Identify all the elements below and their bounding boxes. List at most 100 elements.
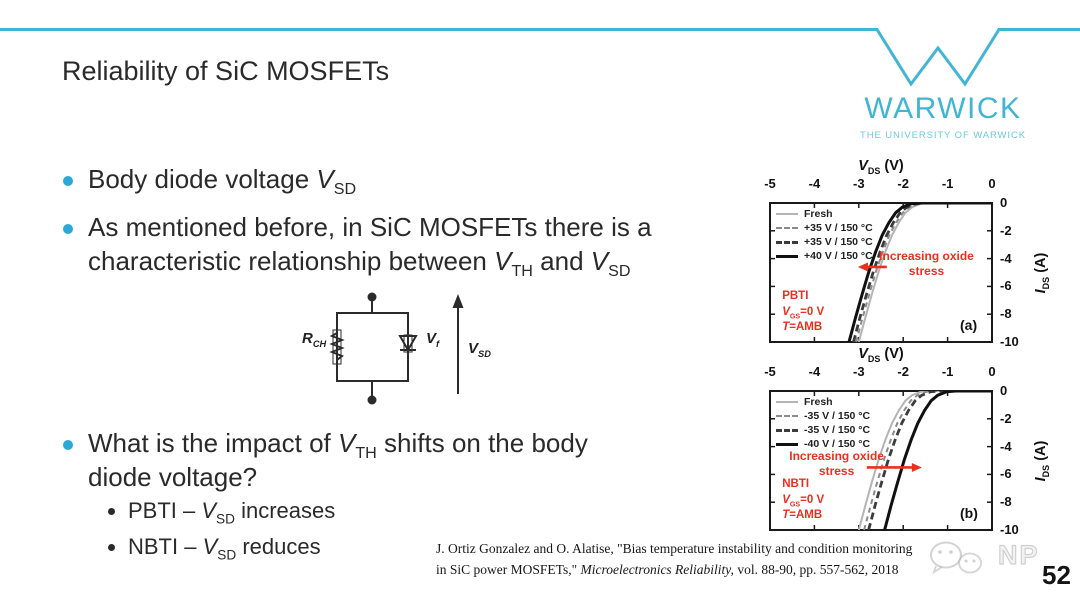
legend-line-sample — [776, 240, 798, 244]
bullet-dot — [63, 224, 73, 234]
stress-annotation-line: stress — [908, 263, 945, 278]
citation: J. Ortiz Gonzalez and O. Alatise, "Bias … — [436, 538, 1036, 580]
legend-item: -40 V / 150 °C — [776, 437, 870, 451]
stress-annotation-line: Increasing oxide — [789, 449, 884, 464]
condition-line: VGS=0 V — [782, 493, 825, 508]
legend-item: -35 V / 150 °C — [776, 423, 870, 437]
y-tick-label: -4 — [1000, 438, 1012, 454]
x-tick-label: -1 — [941, 364, 954, 379]
condition-line: PBTI — [782, 290, 809, 303]
legend-label: -40 V / 150 °C — [804, 438, 871, 450]
series-curve — [863, 391, 992, 530]
y-tick-label: -2 — [1000, 410, 1012, 426]
stress-arrowhead — [857, 262, 868, 272]
warwick-wordmark: WARWICK — [864, 92, 1022, 125]
chart-canvas — [769, 202, 993, 343]
bullet-impact-line1: What is the impact of VTH shifts on the … — [88, 428, 588, 463]
citation-line2: in SiC power MOSFETs," Microelectronics … — [436, 562, 899, 577]
series-curve — [847, 203, 992, 342]
legend-label: -35 V / 150 °C — [804, 410, 871, 422]
legend: Fresh-35 V / 150 °C-35 V / 150 °C-40 V /… — [776, 395, 870, 451]
legend-item: +35 V / 150 °C — [776, 221, 873, 235]
bullet-body-diode: Body diode voltage VSD — [88, 164, 357, 199]
legend-item: -35 V / 150 °C — [776, 409, 870, 423]
legend-item: +40 V / 150 °C — [776, 249, 873, 263]
citation-line1: J. Ortiz Gonzalez and O. Alatise, "Bias … — [436, 541, 913, 556]
warwick-logo-rule — [0, 28, 1080, 87]
warwick-w-icon — [0, 28, 1080, 87]
resistor-symbol — [329, 330, 345, 364]
bullet-relationship-line2: characteristic relationship between VTH … — [88, 246, 631, 281]
panel-label: (b) — [960, 505, 978, 521]
x-tick-label: -4 — [808, 176, 821, 191]
warwick-tagline: THE UNIVERSITY OF WARWICK — [860, 130, 1026, 141]
y-tick-label: -10 — [1000, 334, 1019, 349]
bottom-terminal — [367, 395, 377, 405]
resistor-label: RCH — [302, 330, 327, 349]
x-tick-label: 0 — [988, 364, 996, 379]
series-curve — [883, 391, 992, 530]
stress-arrowhead — [911, 462, 922, 472]
bullet-dot — [63, 440, 73, 450]
legend-label: +40 V / 150 °C — [804, 250, 873, 262]
x-axis-title: VDS (V) — [858, 158, 904, 176]
legend-label: Fresh — [804, 208, 833, 220]
condition-line: T=AMB — [782, 321, 823, 334]
legend: Fresh +35 V / 150 °C +35 V / 150 °C +40 V /… — [776, 207, 873, 263]
page-number: 52 — [1042, 560, 1071, 590]
condition-line: VGS=0 V — [782, 305, 825, 320]
legend-item: Fresh — [776, 207, 873, 221]
y-tick-label: -6 — [1000, 278, 1012, 294]
bullet-relationship-line1: As mentioned before, in SiC MOSFETs ther… — [88, 212, 652, 242]
circuit-canvas — [329, 292, 464, 405]
y-tick-label: -2 — [1000, 222, 1012, 238]
stress-annotation-line: Increasing oxide — [879, 248, 974, 263]
body-diode-circuit-diagram: RCH Vf VSD — [300, 286, 530, 411]
diode-label: Vf — [426, 330, 440, 349]
x-tick-label: -2 — [897, 176, 909, 191]
y-tick-label: -6 — [1000, 466, 1012, 482]
legend-line-sample — [776, 213, 798, 215]
x-tick-label: -5 — [764, 176, 776, 191]
y-tick-label: -8 — [1000, 306, 1012, 322]
x-tick-label: -4 — [808, 364, 821, 379]
diode-symbol — [398, 335, 418, 353]
legend-line-sample — [776, 227, 798, 229]
sub-bullet-pbti: PBTI – VSD increases — [128, 498, 336, 527]
y-tick-label: 0 — [1000, 383, 1008, 398]
legend-line-sample — [776, 401, 798, 403]
legend-item: +35 V / 150 °C — [776, 235, 873, 249]
x-tick-label: -3 — [853, 364, 865, 379]
watermark-text: NP — [997, 539, 1040, 570]
condition-line: NBTI — [782, 478, 810, 491]
legend-line-sample — [776, 254, 798, 258]
legend-item: Fresh — [776, 395, 870, 409]
legend-line-sample — [776, 442, 798, 446]
x-tick-label: -5 — [764, 364, 776, 379]
x-tick-label: -1 — [941, 176, 954, 191]
stress-annotation-line: stress — [818, 464, 855, 479]
y-tick-label: -10 — [1000, 522, 1019, 537]
slide-title: Reliability of SiC MOSFETs — [62, 56, 390, 86]
vsd-arrowhead — [452, 294, 464, 308]
bullet-dot — [63, 176, 73, 186]
legend-label: +35 V / 150 °C — [804, 222, 873, 234]
y-axis-title: IDS (A) — [1033, 440, 1051, 481]
chart-canvas — [769, 390, 993, 531]
legend-label: -35 V / 150 °C — [804, 424, 871, 436]
wechat-icon — [930, 541, 982, 575]
x-tick-label: 0 — [988, 176, 996, 191]
condition-line: T=AMB — [782, 509, 823, 522]
legend-label: +35 V / 150 °C — [804, 236, 873, 248]
plot-box — [769, 390, 993, 531]
bullet-impact-line2: diode voltage? — [88, 462, 258, 492]
sub-bullet-dot — [108, 544, 115, 551]
legend-line-sample — [776, 415, 798, 417]
legend-line-sample — [776, 428, 798, 432]
